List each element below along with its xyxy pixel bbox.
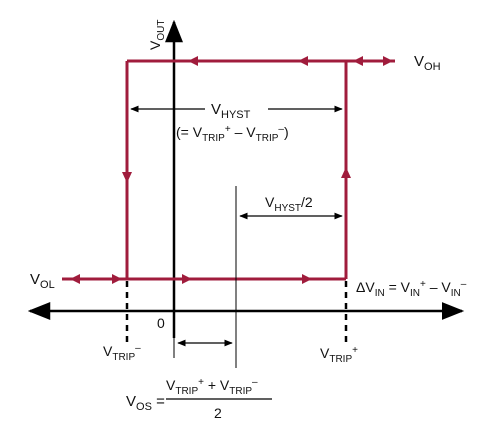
vos-denominator: 2 xyxy=(214,405,222,421)
arrow-upper-left-2 xyxy=(298,56,308,66)
vout-label: VOUT xyxy=(147,20,167,50)
labels: VOUT VOH VOL 0 VHYST (= VTRIP+ – VTRIP–)… xyxy=(30,20,467,421)
axes xyxy=(27,19,465,338)
arrow-upper-right-out xyxy=(383,56,393,66)
vtrip-minus-label: VTRIP– xyxy=(103,343,141,363)
origin-label: 0 xyxy=(157,315,165,331)
vos-numerator: VTRIP+ + VTRIP– xyxy=(166,377,258,397)
arrow-lower-right-2 xyxy=(182,274,192,284)
arrow-upper-left-1 xyxy=(353,56,363,66)
arrow-lower-right-1 xyxy=(112,274,122,284)
vhyst-label: VHYST xyxy=(211,101,251,121)
arrow-left-down xyxy=(122,172,132,183)
vol-label: VOL xyxy=(30,271,55,291)
delta-vin-label: ΔVIN = VIN+ – VIN– xyxy=(356,279,467,299)
vhyst-half-label: VHYST/2 xyxy=(265,194,313,214)
arrow-upper-left-3 xyxy=(188,56,198,66)
voh-label: VOH xyxy=(414,53,441,73)
arrow-lower-right-3 xyxy=(302,274,312,284)
hysteresis-loop xyxy=(62,56,395,284)
arrow-right-up xyxy=(341,167,351,178)
dimension-lines xyxy=(130,105,343,368)
vos-lhs-label: VOS = xyxy=(126,393,165,413)
arrow-lower-left-out xyxy=(70,274,80,284)
vtrip-plus-label: VTRIP+ xyxy=(320,345,358,365)
vhyst-formula-label: (= VTRIP+ – VTRIP–) xyxy=(176,124,289,144)
